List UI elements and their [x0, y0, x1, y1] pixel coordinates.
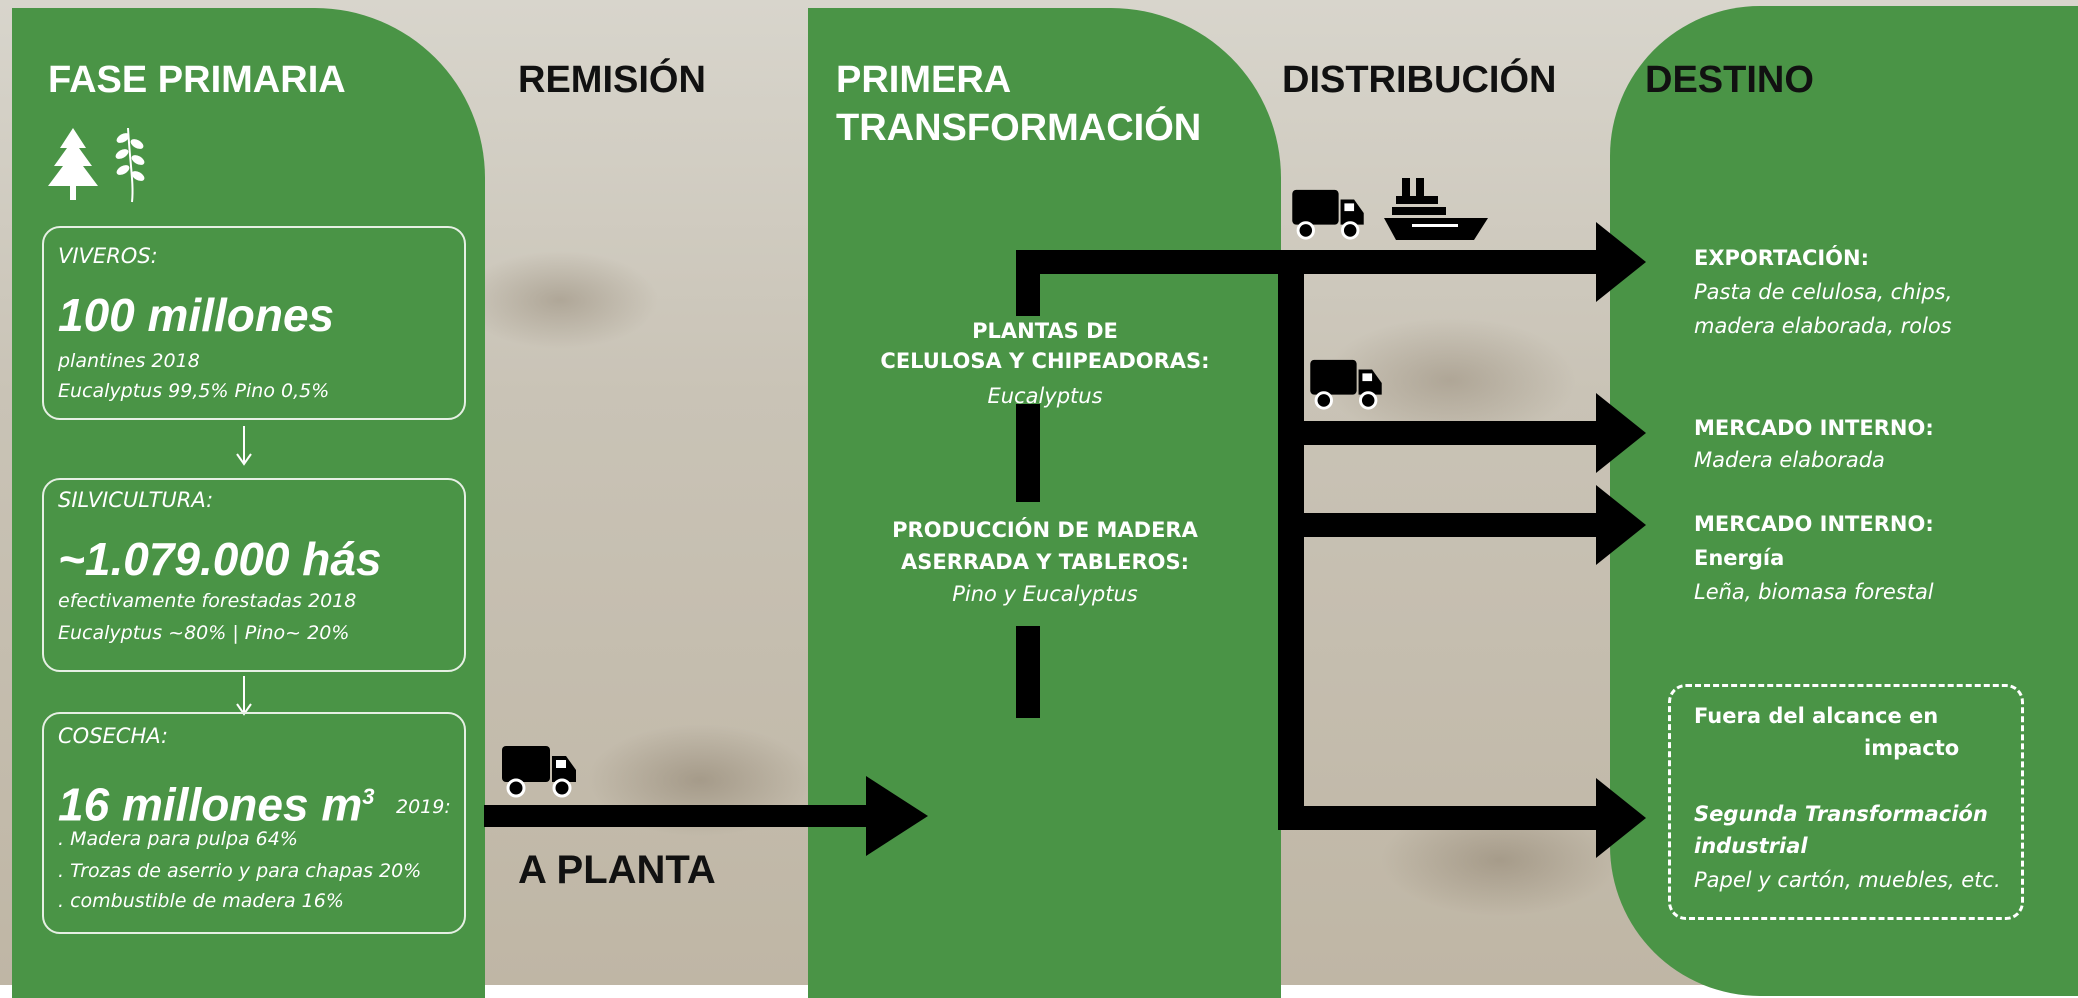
- produccion-madera-line2: ASERRADA Y TABLEROS:: [900, 550, 1190, 574]
- arrow-right-icon: [1596, 222, 1646, 302]
- fuera-alcance-line2: impacto: [1864, 736, 1960, 760]
- title-destino: DESTINO: [1645, 59, 1814, 101]
- arrow-right-icon: [1596, 778, 1646, 858]
- fuera-del-alcance-box: [1668, 684, 2024, 920]
- segunda-transformacion-line3: Papel y cartón, muebles, etc.: [1694, 868, 2001, 892]
- segunda-transformacion-line1: Segunda Transformación: [1694, 802, 1988, 826]
- cosecha-value-sup: 3: [362, 784, 375, 809]
- produccion-madera-line1: PRODUCCIÓN DE MADERA: [892, 518, 1198, 542]
- silvicultura-box: SILVICULTURA: ~1.079.000 hás efectivamen…: [42, 478, 466, 672]
- fuera-alcance-line1: Fuera del alcance en: [1694, 704, 1939, 728]
- mercado-energia-arrow-shaft: [1290, 513, 1608, 537]
- cosecha-value-text: 16 millones m: [58, 778, 363, 831]
- title-primera-line1: PRIMERA: [836, 59, 1012, 101]
- title-primera-transformacion: PRIMERA TRANSFORMACIÓN: [836, 56, 1201, 152]
- ship-icon: [1384, 178, 1488, 240]
- cosecha-item-combustible: . combustible de madera 16%: [58, 890, 344, 912]
- produccion-madera-sub: Pino y Eucalyptus: [952, 582, 1138, 606]
- arrow-down-icon: [236, 676, 252, 716]
- viveros-box: VIVEROS: 100 millones plantines 2018 Euc…: [42, 226, 466, 420]
- mercado-madera-arrow-shaft: [1290, 421, 1608, 445]
- cosecha-box: COSECHA: 16 millones m3 2019: . Madera p…: [42, 712, 466, 934]
- export-arrow-shaft: [1016, 250, 1608, 274]
- arrow-right-icon: [1596, 485, 1646, 565]
- eucalyptus-branch-icon: [115, 127, 145, 203]
- mercado-interno-energia-line: Leña, biomasa forestal: [1694, 580, 1934, 604]
- silvicultura-line2: Eucalyptus ~80% | Pino~ 20%: [58, 622, 350, 644]
- mercado-interno-madera-title: MERCADO INTERNO:: [1694, 416, 1934, 440]
- arrow-right-icon: [866, 776, 928, 856]
- cosecha-item-trozas: . Trozas de aserrio y para chapas 20%: [58, 860, 422, 882]
- panel-fase-primaria: [12, 8, 485, 998]
- cosecha-item-pulpa: . Madera para pulpa 64%: [58, 828, 298, 850]
- a-planta-label: A PLANTA: [518, 848, 716, 892]
- mercado-interno-energia-title: MERCADO INTERNO:: [1694, 512, 1934, 536]
- cosecha-value: 16 millones m3: [58, 770, 374, 831]
- viveros-line1: plantines 2018: [58, 350, 200, 372]
- exportacion-title: EXPORTACIÓN:: [1694, 246, 1870, 270]
- mercado-interno-energia-bold: Energía: [1694, 546, 1785, 570]
- exportacion-line1: Pasta de celulosa, chips,: [1694, 280, 1953, 304]
- title-fase-primaria: FASE PRIMARIA: [48, 59, 346, 101]
- title-primera-line2: TRANSFORMACIÓN: [836, 107, 1202, 149]
- plantas-celulosa-line2: CELULOSA Y CHIPEADORAS:: [880, 349, 1210, 373]
- title-remision: REMISIÓN: [518, 59, 706, 101]
- plantas-celulosa-title: PLANTAS DE CELULOSA Y CHIPEADORAS:: [828, 316, 1262, 376]
- viveros-line2: Eucalyptus 99,5% Pino 0,5%: [58, 380, 330, 402]
- plantas-celulosa-line1: PLANTAS DE: [972, 319, 1118, 343]
- viveros-value: 100 millones: [58, 289, 335, 341]
- pine-tree-icon: [48, 128, 98, 200]
- truck-icon: [1310, 359, 1382, 410]
- arrow-down-icon: [236, 426, 252, 466]
- truck-icon: [502, 746, 576, 798]
- plants-connector-bottom: [1016, 626, 1040, 718]
- exportacion-line2: madera elaborada, rolos: [1694, 314, 1952, 338]
- mercado-interno-madera-line: Madera elaborada: [1694, 448, 1885, 472]
- remision-arrow-shaft: [484, 805, 874, 827]
- silvicultura-line1: efectivamente forestadas 2018: [58, 590, 357, 612]
- truck-icon: [1292, 189, 1364, 240]
- arrow-right-icon: [1596, 393, 1646, 473]
- silvicultura-value: ~1.079.000 hás: [58, 533, 382, 585]
- plantas-celulosa-sub: Eucalyptus: [987, 384, 1103, 408]
- distribution-trunk: [1278, 262, 1304, 830]
- title-distribucion: DISTRIBUCIÓN: [1282, 59, 1557, 101]
- produccion-madera-title: PRODUCCIÓN DE MADERA ASERRADA Y TABLEROS…: [828, 514, 1262, 578]
- silvicultura-label: SILVICULTURA:: [58, 488, 214, 512]
- cosecha-year: 2019:: [396, 796, 451, 818]
- viveros-label: VIVEROS:: [58, 244, 158, 268]
- segunda-arrow-shaft: [1290, 806, 1608, 830]
- segunda-transformacion-line2: industrial: [1694, 834, 1808, 858]
- cosecha-label: COSECHA:: [58, 724, 169, 748]
- panel-destino: [1610, 6, 2078, 996]
- plants-connector-mid: [1016, 404, 1040, 502]
